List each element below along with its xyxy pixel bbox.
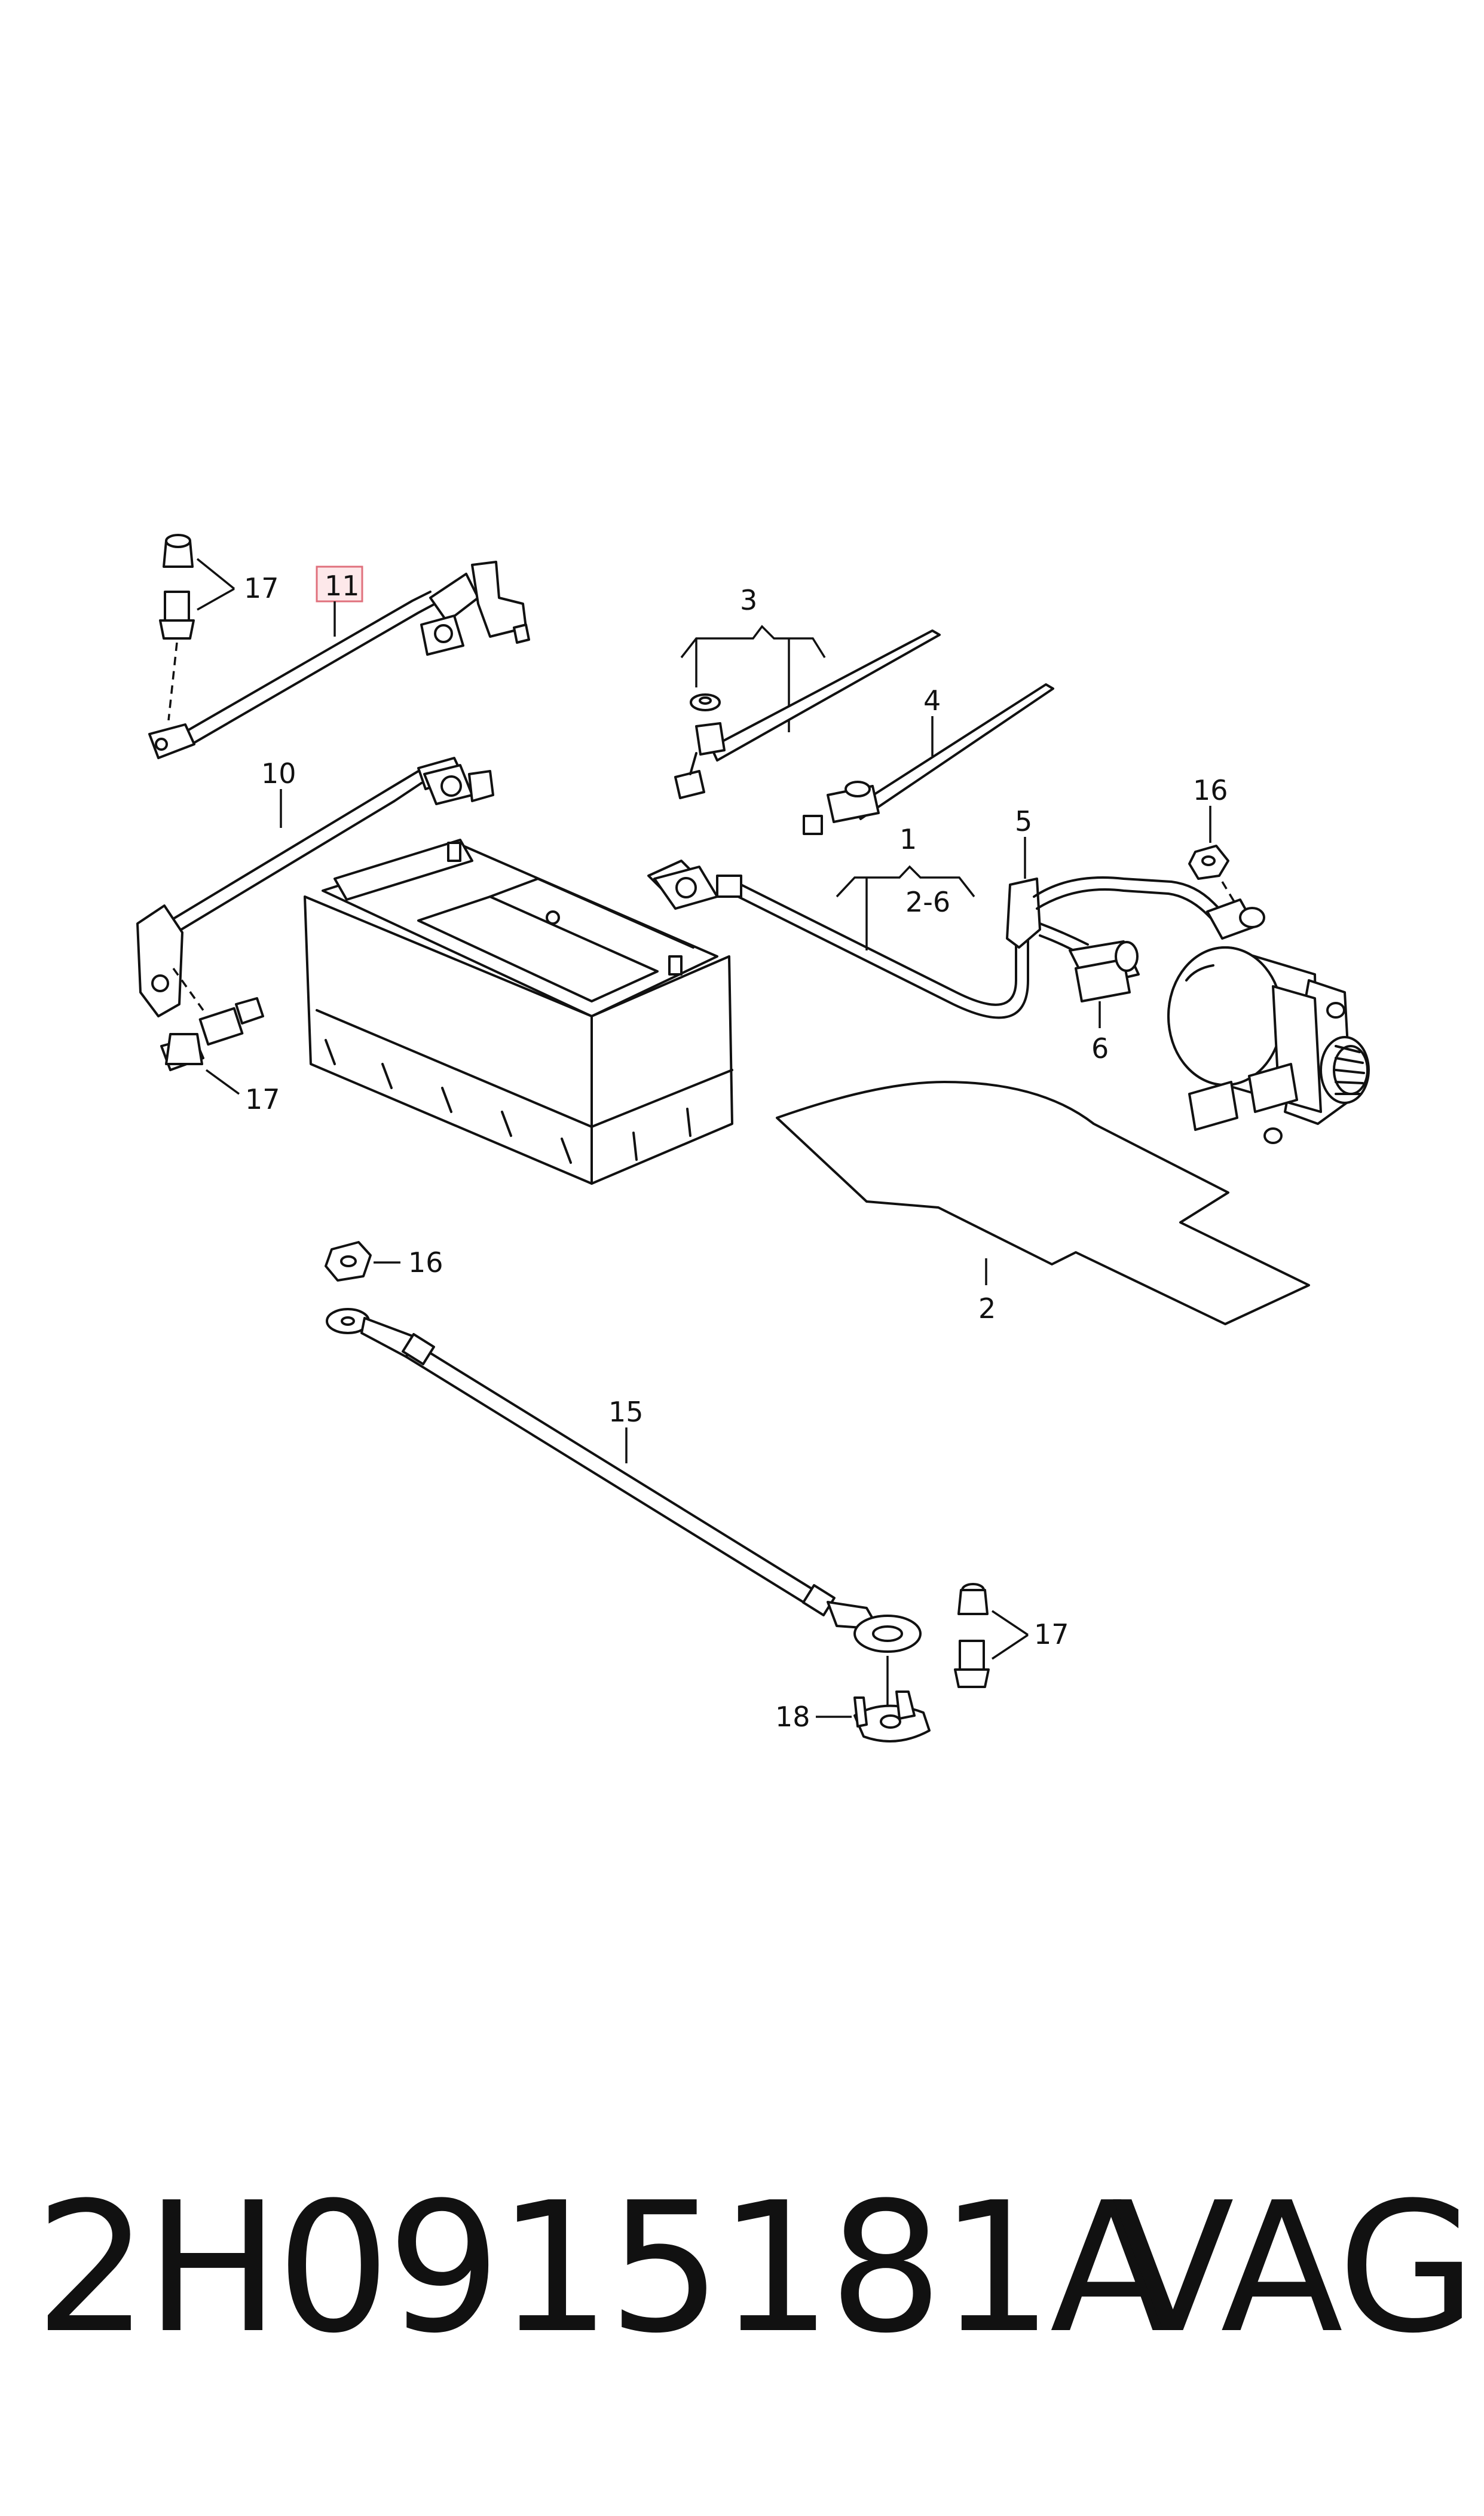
callout-2-label: 2 <box>978 1292 996 1325</box>
part-10-battery-cable[interactable]: 10 <box>136 757 494 1017</box>
part-6-connector[interactable]: 6 <box>1069 940 1140 1065</box>
callout-3-label: 3 <box>740 584 757 616</box>
part-2-insulating-mat[interactable]: 2 <box>776 1081 1310 1325</box>
callout-16-label-b: 16 <box>408 1246 443 1279</box>
part-17-fastener-top-left[interactable]: 17 <box>159 534 279 721</box>
part-5-bracket[interactable]: 5 <box>1006 805 1232 958</box>
part-16-nut-bottom-left[interactable]: 16 <box>325 1241 443 1282</box>
callout-2-6-label: 2-6 <box>905 886 950 918</box>
callout-18-label: 18 <box>775 1701 810 1733</box>
part-18-ground-stud[interactable]: 18 <box>775 1656 931 1742</box>
callout-16-label-a: 16 <box>1193 774 1228 806</box>
callout-17-label-a: 17 <box>244 572 279 604</box>
callout-10-label: 10 <box>261 757 296 790</box>
callout-11-highlight <box>316 565 363 603</box>
part-17-fastener-bottom-right[interactable]: 17 <box>954 1583 1069 1688</box>
part-4-cable-tie[interactable]: 4 <box>803 683 1054 835</box>
callout-1-label: 1 <box>899 823 917 855</box>
part-3-cable-tie[interactable]: 3 <box>674 584 941 799</box>
callout-6-label: 6 <box>1091 1032 1109 1065</box>
part-16-nut-top-right[interactable]: 16 <box>1188 774 1265 940</box>
callout-4-label: 4 <box>923 684 941 717</box>
part-17-fastener-left[interactable]: 17 <box>160 967 280 1115</box>
callout-15-label: 15 <box>608 1396 644 1428</box>
part-1-cable-harness[interactable]: 1 2-6 <box>647 823 1029 1019</box>
battery[interactable] <box>304 839 733 1185</box>
part-15-ground-strap[interactable]: 15 <box>326 1308 922 1653</box>
callout-11-label: 11 <box>325 570 360 602</box>
part-number-text: 2H0915181A <box>35 2164 1173 2373</box>
callout-17-label-b: 17 <box>245 1083 280 1115</box>
callout-5-label: 5 <box>1015 805 1032 837</box>
starter-motor[interactable] <box>1167 946 1370 1144</box>
part-11-battery-cable[interactable]: 11 <box>148 561 530 759</box>
brand-text: VAG <box>1112 2164 1476 2373</box>
callout-17-label-c: 17 <box>1034 1618 1069 1650</box>
